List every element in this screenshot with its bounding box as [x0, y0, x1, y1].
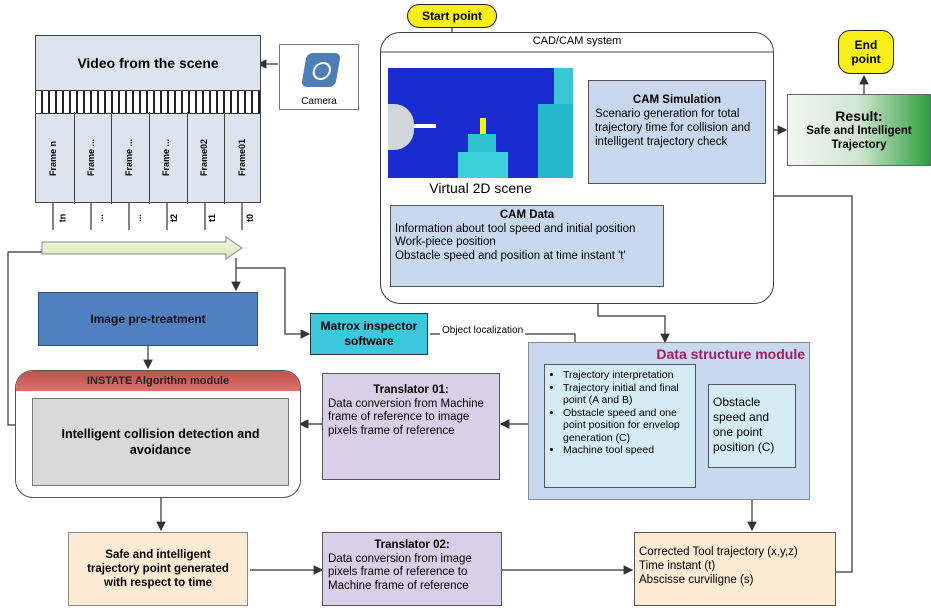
- time-label: t0: [245, 213, 256, 223]
- cam-simulation-box: CAM Simulation Scenario generation for t…: [588, 80, 766, 184]
- cam-data-title: CAM Data: [499, 209, 555, 221]
- data-structure-item: Obstacle speed and one point position fo…: [563, 407, 695, 445]
- corrected-line: Corrected Tool trajectory (x,y,z): [639, 546, 798, 558]
- time-label: t1: [207, 213, 218, 223]
- object-localization-label: Object localization: [440, 325, 526, 336]
- translator02-box: Translator 02: Data conversion from imag…: [322, 532, 502, 606]
- translator02-title: Translator 02:: [374, 539, 450, 551]
- frame-label: Frame ...: [161, 138, 171, 176]
- frames-area: Frame n Frame ... Frame ... Frame ... Fr…: [36, 112, 260, 204]
- safe-point-box: Safe and intelligent trajectory point ge…: [68, 532, 248, 606]
- cam-data-line-1: Information about tool speed and initial…: [395, 222, 636, 235]
- result-box: Result: Safe and Intelligent Trajectory: [787, 94, 931, 166]
- time-label: ...: [132, 214, 143, 222]
- translator01-text: Data conversion from Machine frame of re…: [328, 397, 484, 437]
- obstacle-box: Obstacle speed and one point position (C…: [708, 384, 796, 468]
- instate-inner-box: Intelligent collision detection and avoi…: [32, 398, 289, 486]
- virtual-scene-label: Virtual 2D scene: [429, 180, 532, 196]
- corrected-trajectory-box: Corrected Tool trajectory (x,y,z) Time i…: [634, 532, 836, 606]
- cam-simulation-text: Scenario generation for total trajectory…: [595, 108, 751, 148]
- frame-label: Frame n: [48, 140, 58, 176]
- camera-label: Camera: [301, 96, 337, 107]
- instate-title: INSTATE Algorithm module: [16, 371, 300, 391]
- frame-label: Frame02: [199, 138, 209, 176]
- matrox-box: Matrox inspector software: [310, 313, 428, 355]
- time-label: ...: [94, 214, 105, 222]
- data-structure-list-box: Trajectory interpretation Trajectory ini…: [544, 364, 696, 488]
- frame-label: Frame01: [237, 138, 247, 176]
- timeline-arrow: [41, 236, 243, 260]
- image-pretreatment-box: Image pre-treatment: [38, 292, 258, 346]
- cadcam-title-bar: [381, 51, 773, 53]
- corrected-line: Time instant (t): [639, 560, 716, 572]
- end-point: End point: [838, 30, 894, 74]
- data-structure-item: Machine tool speed: [563, 444, 695, 457]
- translator02-text: Data conversion from image pixels frame …: [328, 552, 472, 592]
- translator01-box: Translator 01: Data conversion from Mach…: [322, 373, 500, 480]
- cam-data-line-3: Obstacle speed and position at time inst…: [395, 249, 626, 262]
- time-label: t2: [169, 213, 180, 223]
- camera-icon: [301, 53, 341, 87]
- data-structure-title: Data structure module: [656, 346, 805, 362]
- virtual-scene-image: [388, 68, 573, 178]
- cam-simulation-title: CAM Simulation: [632, 94, 722, 106]
- cadcam-title: CAD/CAM system: [532, 35, 622, 47]
- time-label: tn: [57, 213, 68, 223]
- translator01-title: Translator 01:: [373, 384, 449, 396]
- video-title: Video from the scene: [77, 55, 219, 71]
- corrected-line: Abscisse curviligne (s): [639, 574, 754, 586]
- cam-data-line-2: Work-piece position: [395, 236, 496, 248]
- cam-data-box: CAM Data Information about tool speed an…: [390, 205, 664, 287]
- result-title: Result:: [835, 108, 883, 124]
- film-strip: [36, 90, 260, 114]
- camera-box: Camera: [279, 44, 359, 110]
- result-text: Safe and Intelligent Trajectory: [806, 125, 912, 151]
- video-panel: Video from the scene Frame n Frame ... F…: [35, 35, 261, 204]
- data-structure-item: Trajectory interpretation: [563, 369, 695, 382]
- data-structure-item: Trajectory initial and final point (A an…: [563, 382, 695, 407]
- start-point: Start point: [407, 4, 497, 28]
- frame-label: Frame ...: [124, 138, 134, 176]
- frame-label: Frame ...: [86, 138, 96, 176]
